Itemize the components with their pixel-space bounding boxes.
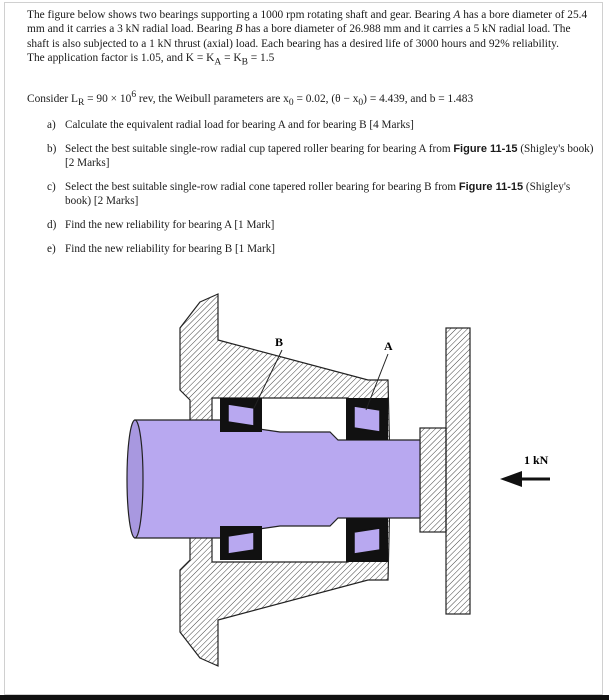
question-c: c) Select the best suitable single-row r… (47, 181, 571, 207)
question-b: b) Select the best suitable single-row r… (47, 143, 594, 169)
thrust-label: 1 kN (524, 453, 549, 467)
bearing-a-bottom (346, 518, 388, 562)
intro-paragraph: The figure below shows two bearings supp… (27, 9, 588, 50)
gear-flange (445, 327, 471, 615)
question-d: d) Find the new reliability for bearing … (47, 219, 275, 231)
leader-b (253, 349, 283, 409)
shaft-bearing-diagram: B A 1 kN (126, 293, 550, 667)
consider-line: Consider LR = 90 × 106 rev, the Weibull … (27, 90, 474, 109)
label-b: B (275, 335, 283, 349)
bearing-a-top (346, 398, 388, 440)
thrust-arrow-head (500, 471, 522, 487)
bottom-bar (0, 695, 609, 700)
question-list: a) Calculate the equivalent radial load … (47, 118, 597, 266)
bearing-b-top (220, 398, 262, 432)
application-factor-line: The application factor is 1.05, and K = … (27, 52, 275, 68)
question-e: e) Find the new reliability for bearing … (47, 243, 276, 255)
bearing-b-bottom (220, 526, 262, 560)
leader-a (365, 353, 389, 411)
question-a: a) Calculate the equivalent radial load … (47, 119, 414, 131)
gear-hub (419, 427, 447, 533)
label-a: A (384, 339, 393, 353)
page-frame (4, 2, 603, 695)
shaft-end (126, 419, 144, 539)
problem-statement: The figure below shows two bearings supp… (27, 8, 593, 70)
